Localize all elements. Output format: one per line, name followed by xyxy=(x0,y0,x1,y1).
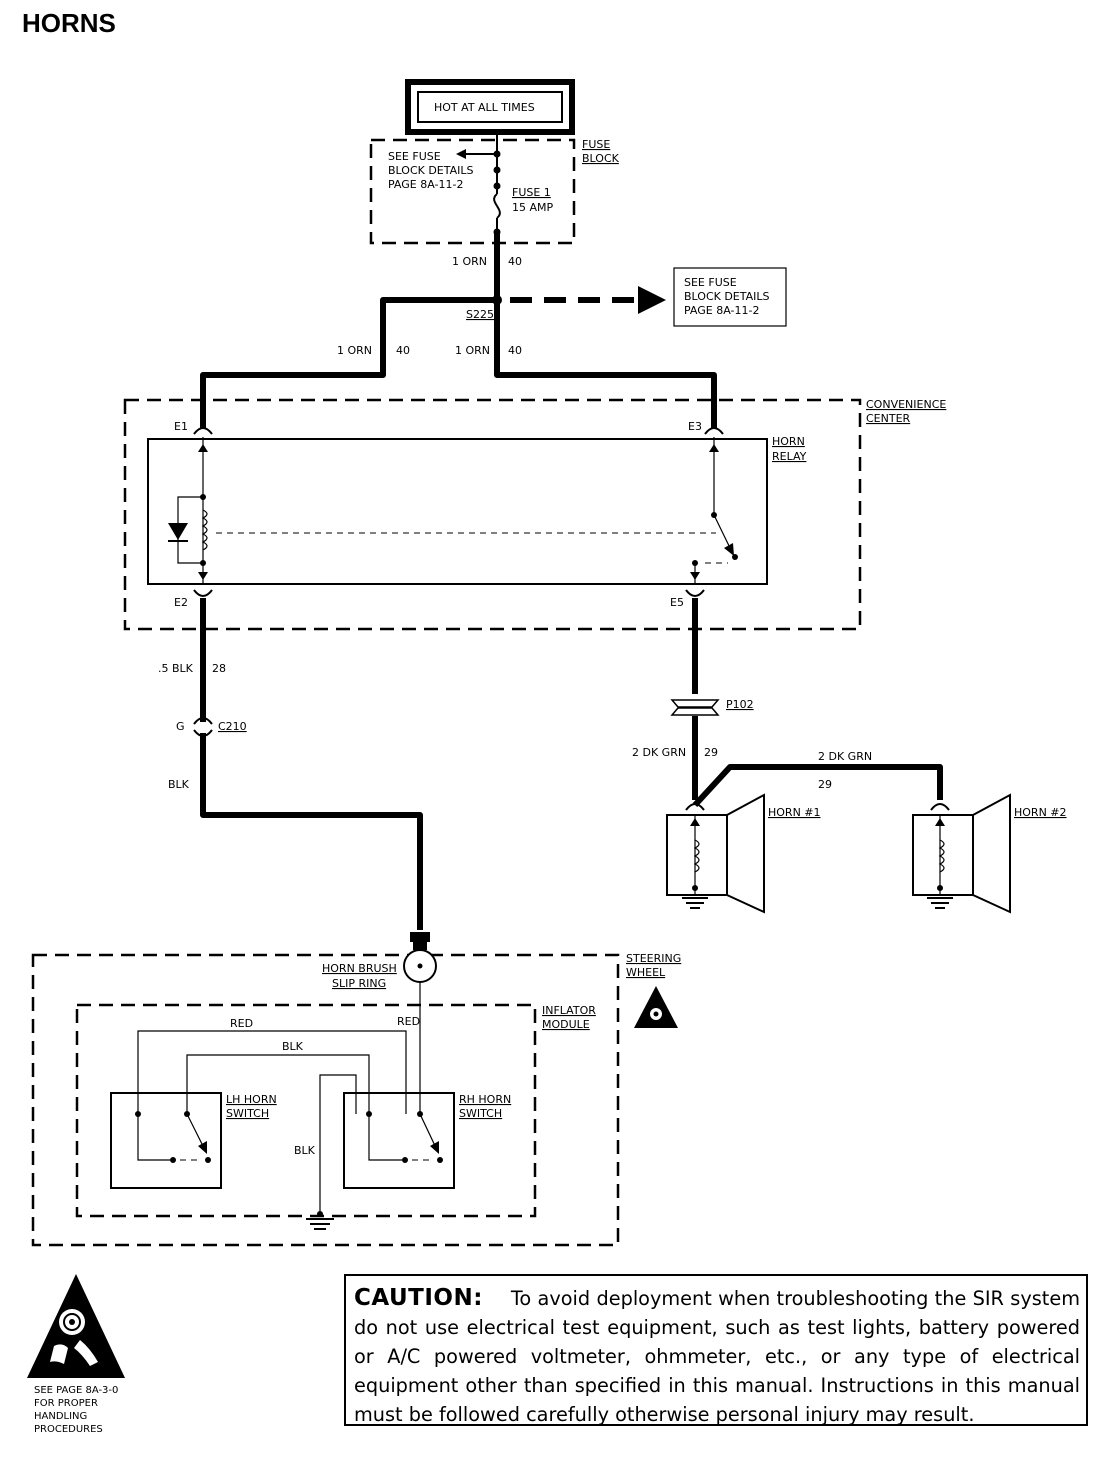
terminal-e2 xyxy=(193,589,213,597)
hot-at-all-times-box: HOT AT ALL TIMES xyxy=(405,79,575,135)
horn-brush-label-1: HORN BRUSH xyxy=(322,962,397,975)
fuse-block-note-2: BLOCK DETAILS xyxy=(388,164,474,177)
splice-note-2: BLOCK DETAILS xyxy=(684,290,770,303)
wire-e2-color: .5 BLK xyxy=(158,662,194,675)
steering-wheel-label-1: STEERING xyxy=(626,952,681,965)
caution-box: CAUTION:To avoid deployment when trouble… xyxy=(344,1274,1088,1426)
wire-right-color: 1 ORN xyxy=(455,344,490,357)
page-title: HORNS xyxy=(22,8,116,38)
terminal-e3-label: E3 xyxy=(688,420,702,433)
handling-note-line-4: PROCEDURES xyxy=(34,1424,103,1435)
wire-horn1-horn2 xyxy=(692,764,943,808)
inflator-module-outline xyxy=(75,1003,537,1218)
c210-pin-label: G xyxy=(176,720,185,733)
convenience-center-label-2: CENTER xyxy=(866,412,911,425)
wire-left-color: 1 ORN xyxy=(337,344,372,357)
horn-1-icon xyxy=(666,793,765,914)
wire-blk-label: BLK xyxy=(168,778,190,791)
terminal-e2-label: E2 xyxy=(174,596,188,609)
lh-horn-switch xyxy=(110,1092,222,1189)
wire-fuse-out-color: 1 ORN xyxy=(452,255,487,268)
module-wire-red-right: RED xyxy=(397,1015,420,1028)
handling-note-line-2: FOR PROPER xyxy=(34,1398,98,1409)
wire-e2-circuit: 28 xyxy=(212,662,226,675)
terminal-e5 xyxy=(685,589,705,597)
inflator-module-label-1: INFLATOR xyxy=(542,1004,596,1017)
splice-note-1: SEE FUSE xyxy=(684,276,737,289)
terminal-e1-label: E1 xyxy=(174,420,188,433)
splice-note-box: SEE FUSE BLOCK DETAILS PAGE 8A-11-2 xyxy=(673,267,787,327)
rh-switch-label-1: RH HORN xyxy=(459,1093,511,1106)
convenience-center-outline xyxy=(123,398,862,631)
handling-note-line-1: SEE PAGE 8A-3-0 xyxy=(34,1385,119,1396)
horn-2-icon xyxy=(912,793,1011,914)
p102-label: P102 xyxy=(726,698,754,711)
wire-right-circuit: 40 xyxy=(508,344,522,357)
splice-label: S225 xyxy=(466,308,494,321)
wire-left-circuit: 40 xyxy=(396,344,410,357)
fuse-block-label-1: FUSE xyxy=(582,138,610,151)
module-wire-blk-top: BLK xyxy=(282,1040,304,1053)
wire-horn2-color: 2 DK GRN xyxy=(818,750,872,763)
wire-horn1-color: 2 DK GRN xyxy=(632,746,686,759)
steering-wheel-label-2: WHEEL xyxy=(626,966,666,979)
lh-switch-label-2: SWITCH xyxy=(226,1107,269,1120)
terminal-e5-label: E5 xyxy=(670,596,684,609)
horn-brush-slip-ring xyxy=(403,932,437,983)
diode-icon xyxy=(168,523,188,540)
steering-wheel-outline xyxy=(31,953,620,1247)
terminal-e1 xyxy=(193,427,213,435)
rh-horn-switch xyxy=(343,1092,455,1189)
module-wire-blk-ground: BLK xyxy=(294,1144,316,1157)
relay-coil xyxy=(168,437,208,584)
horn-1-label: HORN #1 xyxy=(768,806,821,819)
horn-relay-label-2: RELAY xyxy=(772,450,807,463)
caution-heading: CAUTION: xyxy=(354,1285,483,1311)
fuse-block-outline xyxy=(369,138,576,245)
horn-brush-label-2: SLIP RING xyxy=(332,977,386,990)
handling-note: SEE PAGE 8A-3-0 FOR PROPER HANDLING PROC… xyxy=(34,1384,154,1436)
module-wiring xyxy=(137,982,421,1214)
wire-horn2-circuit: 29 xyxy=(818,778,832,791)
fuse-block-note-1: SEE FUSE xyxy=(388,150,441,163)
lh-switch-label-1: LH HORN xyxy=(226,1093,277,1106)
hot-at-all-times-label: HOT AT ALL TIMES xyxy=(434,101,535,114)
relay-switch xyxy=(690,437,738,584)
connector-p102 xyxy=(670,699,720,716)
horn-relay-label-1: HORN xyxy=(772,435,805,448)
inflator-module-label-2: MODULE xyxy=(542,1018,590,1031)
fuse-rating: 15 AMP xyxy=(512,201,554,214)
handling-note-line-3: HANDLING xyxy=(34,1411,88,1422)
module-wire-red-left: RED xyxy=(230,1017,253,1030)
convenience-center-label-1: CONVENIENCE xyxy=(866,398,946,411)
wire-fuse-out-circuit: 40 xyxy=(508,255,522,268)
c210-label: C210 xyxy=(218,720,247,733)
rh-switch-label-2: SWITCH xyxy=(459,1107,502,1120)
fuse-block-note-3: PAGE 8A-11-2 xyxy=(388,178,463,191)
wire-horn1-circuit: 29 xyxy=(704,746,718,759)
splice-s225 xyxy=(200,286,717,428)
ground-icon xyxy=(306,1211,334,1230)
fuse-block-label-2: BLOCK xyxy=(582,152,620,165)
wire-blk xyxy=(200,733,423,930)
caution-text: To avoid deployment when troubleshooting… xyxy=(354,1287,1080,1426)
splice-note-3: PAGE 8A-11-2 xyxy=(684,304,759,317)
fuse-name: FUSE 1 xyxy=(512,186,551,199)
horn-relay-box xyxy=(147,438,768,585)
sir-warning-icon xyxy=(634,986,678,1028)
terminal-e3 xyxy=(704,427,724,435)
horn-2-label: HORN #2 xyxy=(1014,806,1067,819)
sir-handling-warning-icon xyxy=(27,1274,125,1378)
fuse-1 xyxy=(456,132,501,300)
